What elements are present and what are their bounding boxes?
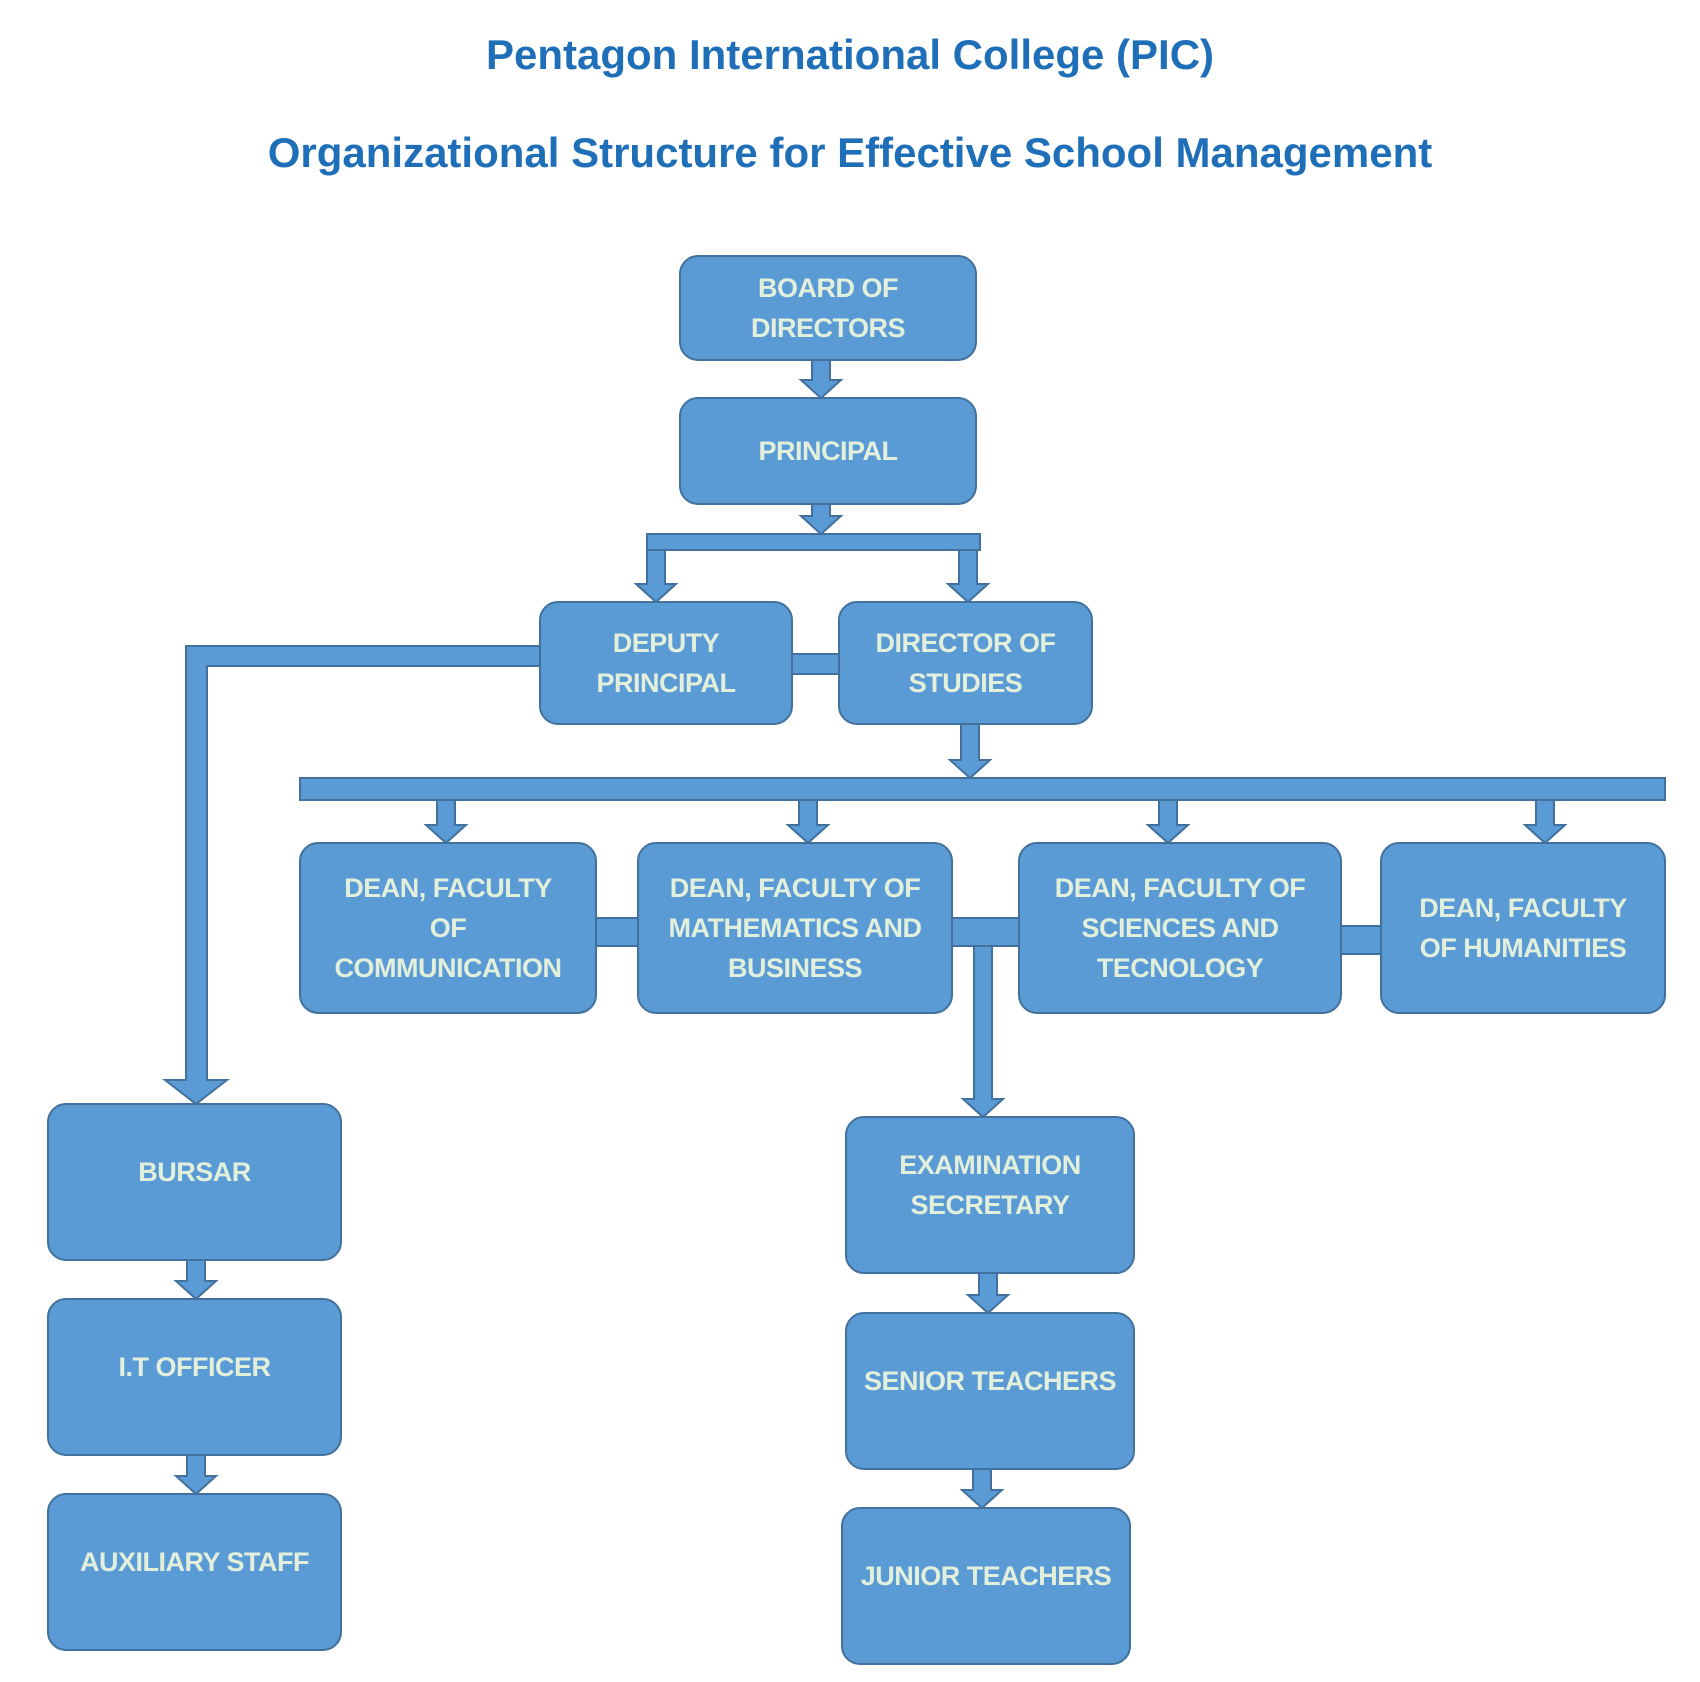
box-board-of-directors-label-line-1: BOARD OF <box>758 273 898 303</box>
link-dean-math-sci <box>951 917 1020 947</box>
box-board-of-directors: BOARD OF DIRECTORS <box>679 255 977 361</box>
box-dean-communication: DEAN, FACULTY OF COMMUNICATION <box>299 842 597 1014</box>
box-dean-communication-label-line-2: OF <box>430 913 467 943</box>
box-junior-teachers-label-line-1: JUNIOR TEACHERS <box>861 1561 1112 1591</box>
box-it-officer-label-line-1: I.T OFFICER <box>119 1352 271 1382</box>
chart-title: Pentagon International College (PIC) <box>485 31 1215 78</box>
box-examination-secretary-label-line-1: EXAMINATION <box>899 1150 1081 1180</box>
box-director-of-studies-label-line-2: STUDIES <box>909 668 1023 698</box>
box-dean-humanities-shape <box>1380 842 1666 1014</box>
arrow-principal-to-bar <box>798 503 844 536</box>
box-dean-sciences-technology-label-line-3: TECNOLOGY <box>1097 953 1264 983</box>
arrow-bar-to-dean-humanities <box>1522 799 1568 845</box>
arrow-bursar-to-it <box>173 1259 219 1301</box>
boxes: BOARD OF DIRECTORS PRINCIPAL DEPUTY PRINCIPA… <box>47 255 1666 1665</box>
box-junior-teachers-shape <box>841 1507 1131 1665</box>
box-dean-humanities-label-line-2: OF HUMANITIES <box>1420 933 1627 963</box>
box-senior-teachers-label-line-1: SENIOR TEACHERS <box>864 1366 1116 1396</box>
box-dean-mathematics-business-label-line-1: DEAN, FACULTY OF <box>670 873 921 903</box>
box-principal: PRINCIPAL <box>679 397 977 505</box>
box-dean-sciences-technology-label-line-2: SCIENCES AND <box>1081 913 1278 943</box>
box-dean-mathematics-business-label-line-3: BUSINESS <box>728 953 862 983</box>
box-dean-sciences-technology-shape <box>1018 842 1342 1014</box>
box-senior-teachers: SENIOR TEACHERS <box>845 1312 1135 1470</box>
box-dean-mathematics-business: DEAN, FACULTY OF MATHEMATICS AND BUSINESS <box>637 842 953 1014</box>
arrow-it-to-auxiliary <box>173 1454 219 1496</box>
box-it-officer: I.T OFFICER <box>47 1298 342 1456</box>
box-deputy-principal-shape <box>539 601 793 725</box>
box-bursar-label-line-1: BURSAR <box>138 1157 251 1187</box>
bar-principal-split <box>646 533 981 551</box>
box-board-of-directors-shape <box>679 255 977 361</box>
arrow-examination-to-senior <box>965 1272 1011 1315</box>
arrow-bar-to-dean-mathematics <box>785 799 831 845</box>
box-principal-label-line-1: PRINCIPAL <box>758 436 897 466</box>
arrow-director-to-bar <box>947 723 993 780</box>
box-auxiliary-staff-label-line-1: AUXILIARY STAFF <box>80 1547 309 1577</box>
box-dean-communication-label-line-3: COMMUNICATION <box>335 953 562 983</box>
link-deputy-director <box>791 653 840 675</box>
box-board-of-directors-label-line-2: DIRECTORS <box>751 313 905 343</box>
box-dean-humanities-label-line-1: DEAN, FACULTY <box>1419 893 1627 923</box>
box-junior-teachers: JUNIOR TEACHERS <box>841 1507 1131 1665</box>
box-dean-mathematics-business-shape <box>637 842 953 1014</box>
link-dean-sci-hum <box>1340 925 1382 955</box>
box-dean-communication-shape <box>299 842 597 1014</box>
box-bursar: BURSAR <box>47 1103 342 1261</box>
arrow-bar-to-dean-sciences <box>1145 799 1191 845</box>
box-examination-secretary-shape <box>845 1116 1135 1274</box>
box-it-officer-shape <box>47 1298 342 1456</box>
box-bursar-shape <box>47 1103 342 1261</box>
arrow-board-to-principal <box>798 359 844 400</box>
bar-faculties <box>299 777 1666 801</box>
box-director-of-studies: DIRECTOR OF STUDIES <box>838 601 1093 725</box>
box-principal-shape <box>679 397 977 505</box>
arrow-deputy-to-bursar <box>162 645 541 1106</box>
box-deputy-principal: DEPUTY PRINCIPAL <box>539 601 793 725</box>
box-auxiliary-staff: AUXILIARY STAFF <box>47 1493 342 1651</box>
box-director-of-studies-shape <box>838 601 1093 725</box>
box-deputy-principal-label-line-2: PRINCIPAL <box>596 668 735 698</box>
box-senior-teachers-shape <box>845 1312 1135 1470</box>
arrow-bar-to-deputy <box>633 549 679 604</box>
arrow-senior-to-junior <box>959 1468 1005 1510</box>
box-examination-secretary: EXAMINATION SECRETARY <box>845 1116 1135 1274</box>
arrow-deans-to-examination <box>960 945 1006 1119</box>
connectors <box>162 359 1666 1510</box>
box-deputy-principal-label-line-1: DEPUTY <box>613 628 720 658</box>
arrow-bar-to-director <box>945 549 991 604</box>
box-dean-humanities: DEAN, FACULTY OF HUMANITIES <box>1380 842 1666 1014</box>
box-auxiliary-staff-shape <box>47 1493 342 1651</box>
box-dean-mathematics-business-label-line-2: MATHEMATICS AND <box>669 913 922 943</box>
box-examination-secretary-label-line-2: SECRETARY <box>910 1190 1070 1220</box>
chart-subtitle: Organizational Structure for Effective S… <box>267 129 1433 176</box>
arrow-bar-to-dean-communication <box>423 799 469 845</box>
box-director-of-studies-label-line-1: DIRECTOR OF <box>875 628 1055 658</box>
link-dean-comm-math <box>595 917 639 947</box>
box-dean-sciences-technology-label-line-1: DEAN, FACULTY OF <box>1055 873 1306 903</box>
box-dean-sciences-technology: DEAN, FACULTY OF SCIENCES AND TECNOLOGY <box>1018 842 1342 1014</box>
box-dean-communication-label-line-1: DEAN, FACULTY <box>344 873 552 903</box>
